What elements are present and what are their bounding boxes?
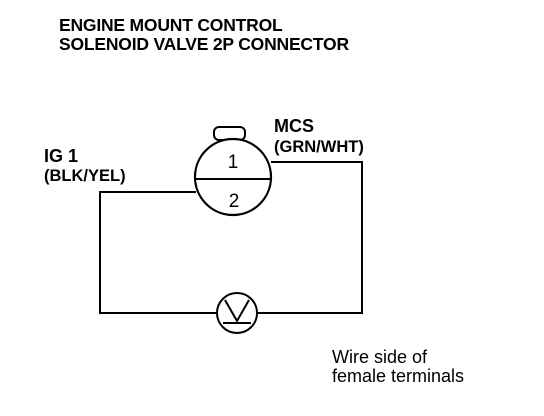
- diagram-title-line-2: SOLENOID VALVE 2P CONNECTOR: [59, 34, 349, 54]
- ig1-wire-color-label: (BLK/YEL): [44, 167, 126, 185]
- mcs-terminal-label: MCS: [274, 116, 314, 136]
- voltmeter-icon: [216, 292, 258, 334]
- connector-lock-tab: [213, 126, 246, 141]
- connector-body: [193, 137, 273, 217]
- connector-view-note-line-1: Wire side of: [332, 347, 428, 367]
- connector-pin-1: 1: [228, 152, 239, 173]
- wire-mcs: [257, 161, 363, 314]
- diagram-title-line-1: ENGINE MOUNT CONTROL: [59, 15, 283, 35]
- mcs-wire-color-label: (GRN/WHT): [274, 138, 364, 156]
- connector-2p-icon: 1 2: [193, 126, 273, 217]
- ig1-terminal-label: IG 1: [44, 146, 79, 166]
- connector-pin-2: 2: [229, 191, 240, 212]
- connector-view-note-line-2: female terminals: [332, 366, 465, 386]
- wire-ig1: [99, 191, 217, 314]
